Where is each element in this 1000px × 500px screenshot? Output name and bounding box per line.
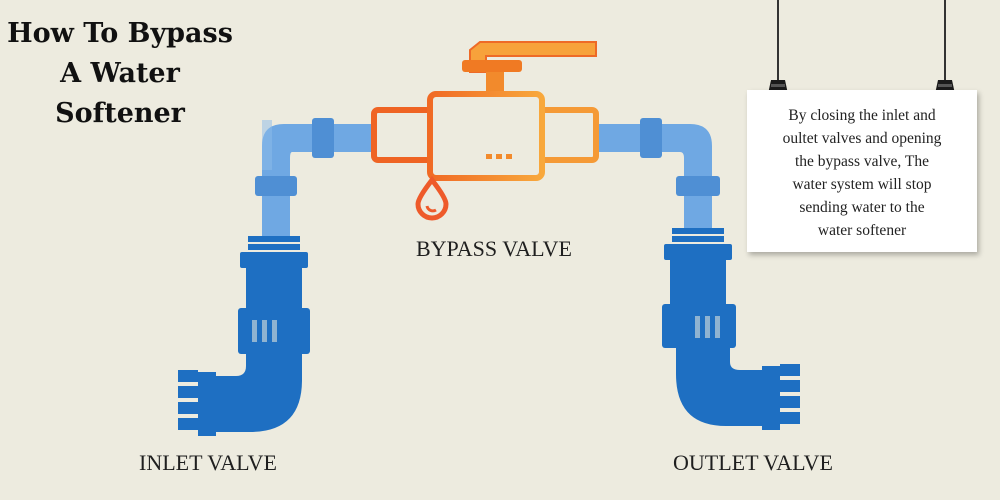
inlet-pipe [178,118,380,436]
inlet-valve-label: INLET VALVE [139,450,277,475]
title-line: How To Bypass [7,18,233,49]
note-line: water system will stop [792,176,932,193]
note-line: the bypass valve, The [794,153,929,170]
note-hanger [768,0,955,94]
outlet-pipe [594,118,800,430]
title-line: A Water [60,58,180,89]
title-line: Softener [55,98,185,129]
bypass-valve [371,41,599,221]
note-line: sending water to the [799,199,925,216]
outlet-valve-label: OUTLET VALVE [673,450,833,475]
page-title: How To Bypass A Water Softener [0,14,240,134]
bypass-valve-label: BYPASS VALVE [416,236,572,261]
note-line: By closing the inlet and [788,107,936,124]
explanation-note: By closing the inlet and oultet valves a… [747,90,977,252]
valve-handle-icon [462,41,597,94]
water-drop-icon [415,175,449,221]
note-line: water softener [817,222,907,239]
note-line: oultet valves and opening [782,130,942,147]
